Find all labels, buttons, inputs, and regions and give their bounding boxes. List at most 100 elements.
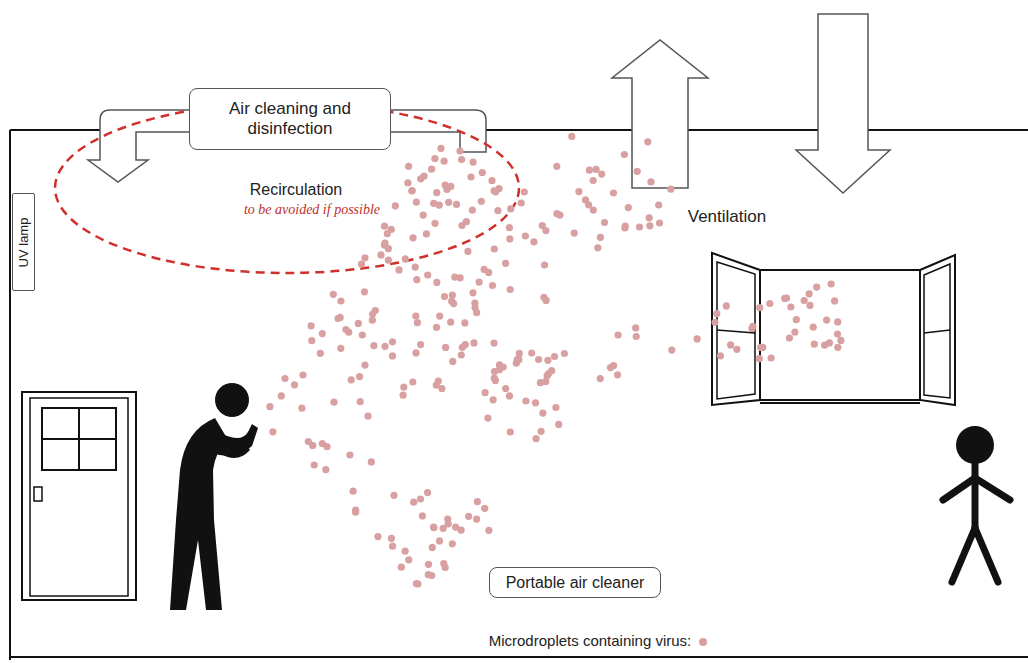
droplet (485, 269, 492, 276)
droplet (374, 533, 381, 540)
droplet (323, 443, 330, 450)
droplet (319, 330, 326, 337)
droplet (385, 245, 392, 252)
droplet (749, 323, 756, 330)
droplet (601, 219, 608, 226)
droplet (522, 397, 529, 404)
droplet (806, 290, 813, 297)
droplet (462, 341, 469, 348)
droplet (516, 350, 523, 357)
droplet (445, 520, 452, 527)
droplet (625, 204, 632, 211)
droplet (717, 352, 724, 359)
droplet (568, 133, 575, 140)
droplet (594, 244, 601, 251)
droplet (539, 222, 546, 229)
droplet (308, 337, 315, 344)
droplet (352, 509, 359, 516)
droplet (668, 347, 675, 354)
droplet (431, 220, 438, 227)
droplet (442, 344, 449, 351)
droplet (433, 189, 440, 196)
droplet (408, 187, 415, 194)
droplet (458, 222, 465, 229)
droplet (481, 505, 488, 512)
droplet (823, 317, 830, 324)
droplet (821, 342, 828, 349)
droplet (492, 188, 499, 195)
droplet (413, 276, 420, 283)
droplet (489, 282, 496, 289)
droplet (636, 223, 643, 230)
droplet (575, 188, 582, 195)
node-text: UV lamp (16, 217, 31, 267)
droplet (428, 166, 435, 173)
open-window (712, 253, 955, 405)
droplet (370, 342, 377, 349)
device-box: Portable air cleaner (489, 567, 661, 598)
droplet (431, 155, 438, 162)
droplet (438, 385, 445, 392)
droplet (469, 289, 476, 296)
droplet (317, 350, 324, 357)
droplet (440, 560, 447, 567)
droplet (410, 499, 417, 506)
droplet (436, 313, 443, 320)
droplet (358, 261, 365, 268)
droplet (828, 280, 835, 287)
droplet (801, 297, 808, 304)
droplet (469, 207, 476, 214)
droplet (430, 524, 437, 531)
droplet (543, 297, 550, 304)
droplet (553, 210, 560, 217)
droplet (464, 248, 471, 255)
droplet (311, 461, 318, 468)
droplet (490, 396, 497, 403)
droplet (377, 251, 384, 258)
droplet (389, 338, 396, 345)
droplet (368, 458, 375, 465)
droplet (488, 177, 495, 184)
droplet (409, 187, 416, 194)
droplet (756, 355, 763, 362)
droplet (590, 207, 597, 214)
droplet (518, 199, 525, 206)
droplet (369, 311, 376, 318)
droplet (834, 344, 841, 351)
droplet (405, 163, 412, 170)
droplet (723, 302, 730, 309)
droplet (308, 322, 315, 329)
droplet (633, 333, 640, 340)
droplet (561, 350, 568, 357)
droplet (441, 293, 448, 300)
droplet (330, 399, 337, 406)
droplet (424, 489, 431, 496)
droplet (756, 304, 763, 311)
droplet (417, 495, 424, 502)
droplet (361, 362, 368, 369)
droplet (400, 384, 407, 391)
droplet (552, 404, 559, 411)
droplet (322, 466, 329, 473)
droplet (417, 175, 424, 182)
droplet (502, 260, 509, 267)
droplet (502, 385, 509, 392)
droplet (409, 234, 416, 241)
coughing-person (170, 383, 258, 610)
droplet (711, 319, 718, 326)
droplet (757, 344, 764, 351)
droplet (646, 214, 653, 221)
droplet (381, 343, 388, 350)
droplet (413, 199, 420, 206)
droplet (424, 271, 431, 278)
droplet (337, 345, 344, 352)
droplet (586, 167, 593, 174)
droplet (412, 349, 419, 356)
droplet (357, 398, 364, 405)
droplet (402, 548, 409, 555)
droplet (834, 318, 841, 325)
door (22, 392, 136, 600)
droplet (614, 371, 621, 378)
droplet (571, 230, 578, 237)
